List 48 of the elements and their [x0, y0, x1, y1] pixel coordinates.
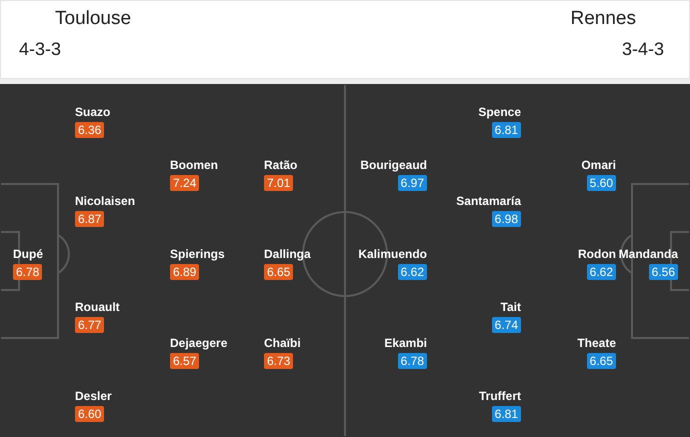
rating-badge: 6.74 [492, 317, 521, 333]
rating-badge: 6.77 [75, 317, 104, 333]
player-name: Dejaegere [170, 335, 228, 351]
player-name: Spence [478, 104, 521, 120]
rating-badge: 6.87 [75, 211, 104, 227]
player-name: Ekambi [384, 335, 427, 351]
rating-badge: 5.60 [586, 175, 616, 191]
rating-badge: 6.73 [264, 353, 294, 369]
player-name: Bourigeaud [360, 157, 427, 173]
rating-badge: 6.57 [170, 353, 200, 369]
player-name: Santamaría [456, 193, 521, 209]
formation-label: 3-4-3 [622, 38, 664, 60]
rating-badge: 6.78 [13, 264, 42, 280]
player-name: Nicolaisen [75, 193, 136, 209]
rating-badge: 6.36 [75, 122, 104, 138]
rating-badge: 6.98 [492, 211, 521, 227]
team-name: Toulouse [55, 8, 132, 30]
rating-badge: 6.78 [398, 353, 427, 369]
player-name: Mandanda [618, 246, 678, 262]
rating-badge: 6.81 [492, 406, 521, 422]
player-name: Ratão [264, 157, 298, 173]
rating-badge: 6.62 [586, 264, 616, 280]
player-name: Boomen [170, 157, 218, 173]
rating-badge: 7.01 [264, 175, 294, 191]
rating-badge: 6.89 [170, 264, 200, 280]
rating-badge: 6.62 [398, 264, 427, 280]
player-name: Truffert [479, 388, 521, 404]
player-name: Chaïbi [264, 335, 301, 351]
player-name: Tait [500, 299, 521, 315]
rating-badge: 6.56 [648, 264, 678, 280]
player-name: Dupé [13, 246, 43, 262]
player-name: Suazo [75, 104, 110, 120]
player-name: Rodon [578, 246, 616, 262]
rating-badge: 6.97 [398, 175, 427, 191]
player-name: Kalimuendo [358, 246, 427, 262]
rating-badge: 6.65 [586, 353, 616, 369]
player-name: Dallinga [264, 246, 311, 262]
player-name: Omari [581, 157, 616, 173]
formation-label: 4-3-3 [19, 38, 62, 60]
player-name: Spierings [170, 246, 225, 262]
player-name: Desler [75, 388, 112, 404]
team-name: Rennes [570, 8, 636, 30]
rating-badge: 6.81 [492, 122, 521, 138]
player-name: Theate [577, 335, 616, 351]
rating-badge: 6.60 [75, 406, 104, 422]
player-name: Rouault [75, 299, 120, 315]
rating-badge: 6.65 [264, 264, 294, 280]
rating-badge: 7.24 [170, 175, 200, 191]
